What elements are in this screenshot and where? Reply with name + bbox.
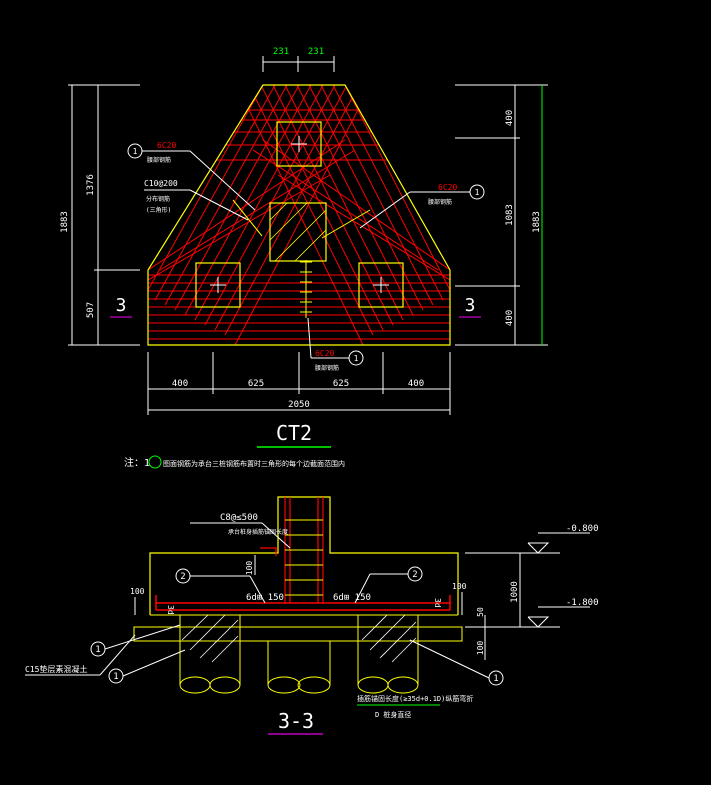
bottom-rebar [155,595,451,611]
pile-right [358,262,404,308]
bottom-dim-3: 625 [333,379,349,389]
bar-label-left: 6d⊞ 150 [246,593,284,603]
rebar-3d-right: 3d [433,598,442,608]
section-piles [179,615,419,694]
pile-hatch [181,614,417,663]
callout-desc-tl: 腰部钢筋 [147,156,171,164]
pile-squares [195,121,404,308]
cap-outline [147,84,451,346]
plan-title: CT2 [276,421,312,445]
column-hatch [269,202,327,262]
note-prefix: 注： [124,456,144,469]
section-title: 3-3 [278,709,314,733]
callout-rebar-b: 6C20 [315,349,334,358]
column [269,202,327,262]
cushion-layer [133,626,463,642]
callout-1b: 1 [113,672,118,682]
cap-section-outline [149,496,459,615]
left-dim-total: 1883 [60,211,70,233]
callout-1c: 1 [493,674,498,684]
dim-1000: 1000 [510,581,520,603]
left-dim-lower: 507 [86,302,96,318]
column-ties [285,519,323,596]
top-dim-1: 231 [273,47,289,57]
left-dim-upper: 1376 [86,174,96,196]
callout-2-left: 2 [180,572,185,582]
right-dim-total: 1883 [532,211,542,233]
section-mark-right: 3 [465,295,476,316]
right-dim-mid: 1083 [505,204,515,226]
anchor-sub: D 桩身直径 [375,710,411,719]
stirrup-ticks [232,199,371,318]
pile-top [276,121,322,167]
pile-left [195,262,241,308]
section-stirrup-label: C8@≤500 [220,513,258,523]
elev-lines [465,532,590,660]
dim-100-right: 100 [476,641,485,656]
note-circle [148,455,162,469]
right-dim-bottom: 400 [505,310,515,326]
top-dim-lines [262,56,335,72]
bottom-dim-lines [147,352,451,415]
callout-2-right: 2 [412,570,417,580]
callout-rebar-r: 6C20 [438,183,457,192]
plan-view: 231 231 1883 1376 507 400 1083 400 1883 … [60,47,548,448]
callout-1a: 1 [95,645,100,655]
bottom-dim-total: 2050 [288,400,310,410]
bottom-dim-4: 400 [408,379,424,389]
section-mark-left: 3 [116,295,127,316]
c15-label: C15垫层素混凝土 [25,664,87,674]
stirrup-desc-1: 分布钢筋 [146,195,170,203]
note: 注： 1 图面钢筋为承台三桩钢筋布置时三角形的每个边截面范围内 [124,455,345,469]
right-dim-lines [455,84,548,346]
callout-num-r: 1 [475,188,480,197]
callout-rebar-tl: 6C20 [157,141,176,150]
dim-100-b: 100 [130,587,145,596]
callout-num-tl: 1 [133,147,138,156]
pile-crosses [210,136,389,293]
rebar-hatch [148,85,450,345]
dim-100-c: 100 [452,582,467,591]
dim-50: 50 [476,607,485,617]
bottom-dim-1: 400 [172,379,188,389]
right-dim-top: 400 [505,110,515,126]
dim-100-a: 100 [245,561,254,576]
elev-top: -0.800 [566,524,599,534]
section-stirrup-desc: 承台桩身插筋锚固长度 [228,528,288,536]
rebar-3d-left: 3d [166,605,175,615]
anchor-label: 插筋锚固长度(≥35d+0.1D)纵筋弯折 [357,694,473,703]
stirrup-desc-2: (三角形) [146,206,171,214]
note-number: 1 [144,458,150,469]
callout-desc-r: 腰部钢筋 [428,198,452,206]
section-view: C8@≤500 承台桩身插筋锚固长度 100 100 100 3d 3d 6d⊞… [25,496,599,735]
elev-bottom: -1.800 [566,598,599,608]
stirrup-label: C10@200 [144,179,178,188]
callout-desc-b: 腰部钢筋 [315,364,339,372]
left-dim-lines [68,84,140,346]
bottom-dim-2: 625 [248,379,264,389]
note-text: 图面钢筋为承台三桩钢筋布置时三角形的每个边截面范围内 [163,459,345,468]
top-dim-2: 231 [308,47,324,57]
callout-num-b: 1 [354,354,359,363]
bar-label-right: 6d⊞ 150 [333,593,371,603]
